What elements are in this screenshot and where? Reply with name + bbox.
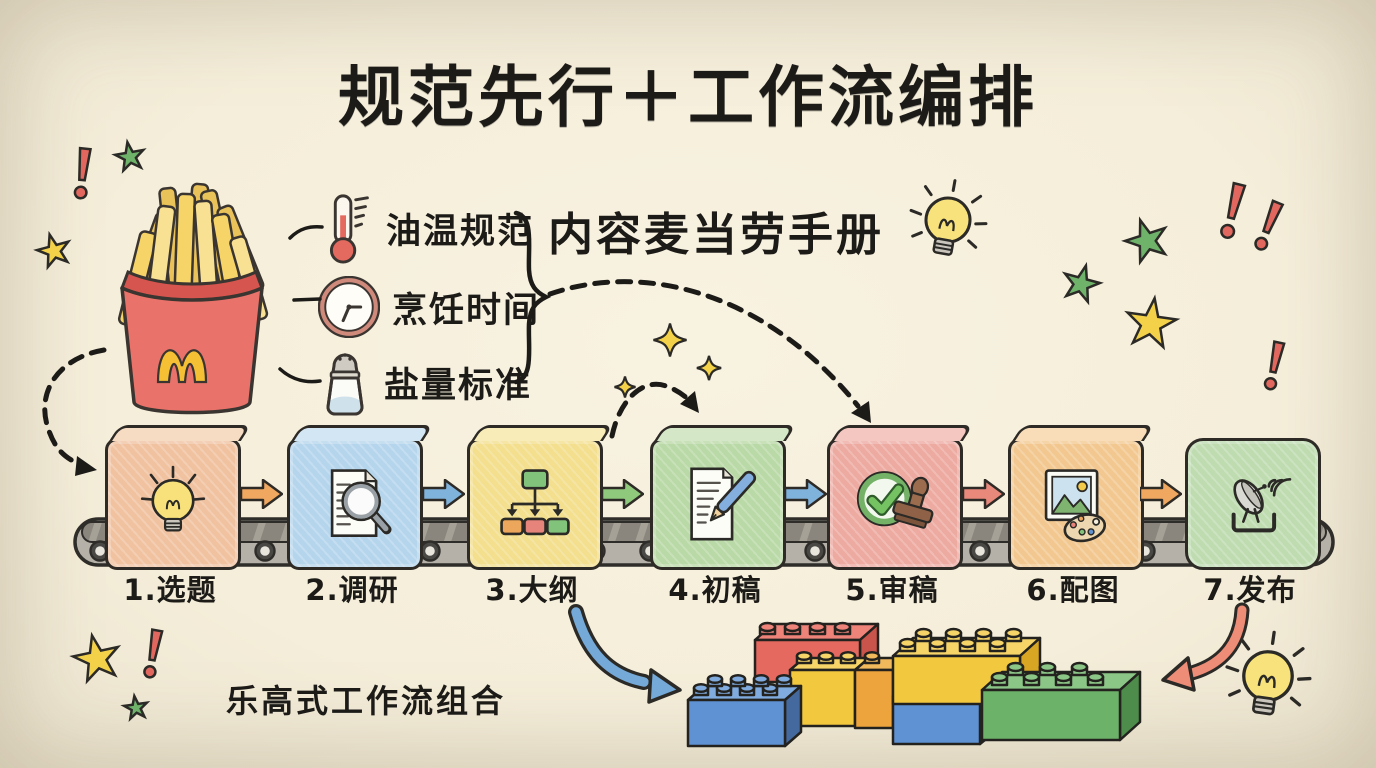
flow-arrow-6-icon	[1140, 479, 1182, 509]
step-box-review	[827, 438, 963, 570]
step-label-review: 5.审稿	[845, 573, 939, 607]
sparkle-icons	[613, 321, 723, 399]
step-label-draft: 4.初稿	[668, 573, 762, 607]
lego-brick-green	[980, 661, 1142, 742]
step-box-topic	[105, 438, 241, 570]
flow-arrow-1-icon	[241, 479, 283, 509]
spec-label-salt: 盐量标准	[384, 365, 533, 406]
image-palette-icon	[1044, 469, 1107, 543]
bottom-right-lightbulb-icon	[1219, 624, 1318, 721]
step-label-topic: 1.选题	[123, 573, 217, 607]
spec-label-oil-temp: 油温规范	[386, 211, 535, 252]
lego-workflow-label: 乐高式工作流组合	[226, 682, 507, 720]
step-box-research	[287, 438, 423, 570]
spec-row-cook-time: 烹饪时间	[318, 276, 540, 338]
page-title: 规范先行＋工作流编排	[338, 59, 1038, 136]
handbook-label: 内容麦当劳手册	[548, 208, 885, 261]
step-box-publish	[1185, 438, 1321, 570]
flow-arrow-2-icon	[423, 479, 465, 509]
step-label-outline: 3.大纲	[485, 573, 579, 607]
mcdonalds-fries-icon	[117, 182, 269, 415]
document-pen-icon	[690, 467, 757, 541]
step-box-outline	[467, 438, 603, 570]
flow-arrow-3-icon	[602, 479, 644, 509]
salt-shaker-icon	[326, 353, 364, 416]
flow-arrow-4-icon	[785, 479, 827, 509]
step-label-research: 2.调研	[305, 573, 399, 607]
spec-row-oil-temp: 油温规范	[318, 192, 534, 264]
curly-brace	[513, 210, 552, 385]
check-stamp-icon	[856, 471, 934, 529]
spec-row-salt: 盐量标准	[318, 344, 532, 420]
thermometer-icon	[329, 194, 369, 264]
step-label-illustration: 6.配图	[1026, 573, 1120, 607]
red-curved-arrow	[1161, 602, 1250, 692]
satellite-dish-icon	[1231, 478, 1292, 533]
lightbulb-icon	[140, 465, 206, 532]
handbook-lightbulb-icon	[903, 172, 994, 262]
lego-brick-blue-left	[686, 673, 803, 748]
flowchart-icon	[500, 469, 570, 536]
magnifier-document-icon	[330, 469, 392, 537]
flow-arrow-5-icon	[963, 479, 1005, 509]
dashed-arrow-handbook-to-review	[547, 279, 861, 409]
spec-label-cook-time: 烹饪时间	[392, 290, 541, 331]
blue-curved-arrow	[568, 604, 682, 704]
step-label-publish: 7.发布	[1203, 573, 1297, 607]
clock-icon	[318, 276, 380, 338]
step-box-draft	[650, 438, 786, 570]
lego-bricks-icon	[686, 621, 1142, 748]
mcdonalds-m-logo	[156, 349, 208, 384]
step-box-illustration	[1008, 438, 1144, 570]
